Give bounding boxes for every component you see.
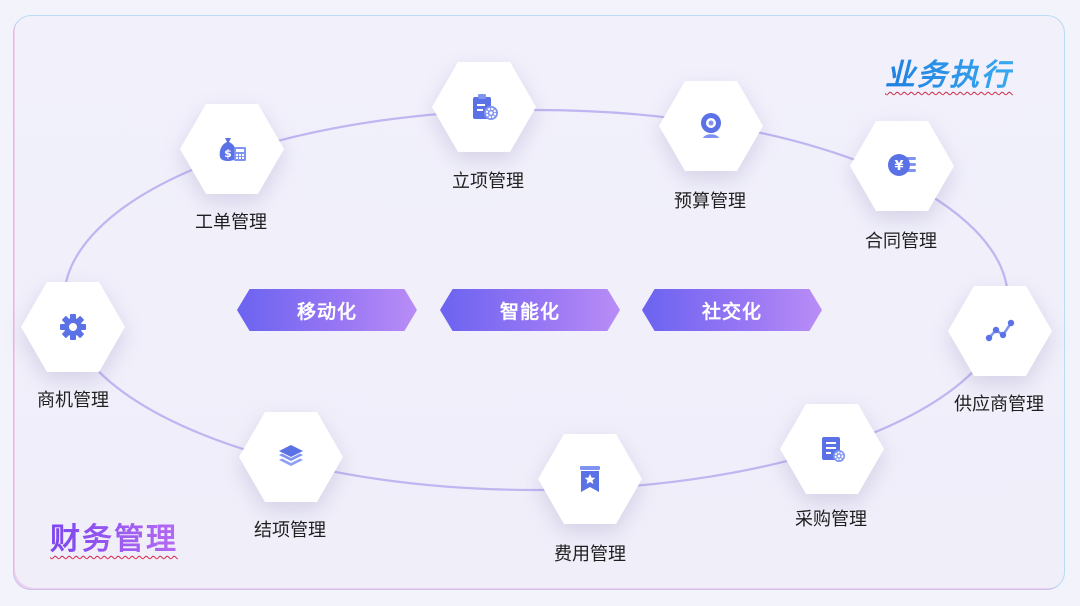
node-project-closure[interactable] [239,412,343,502]
node-expense[interactable] [538,434,642,524]
node-label-procurement: 采购管理 [795,509,867,530]
node-business-opportunity[interactable] [21,282,125,372]
node-work-order[interactable]: $ [180,104,284,194]
node-label-project-initiation: 立项管理 [452,171,524,192]
webcam-icon [701,113,721,138]
node-label-work-order: 工单管理 [195,212,267,233]
title-business-execution: 业务执行 [885,50,1013,94]
node-label-project-closure: 结项管理 [254,520,326,541]
yen-coin-icon: ¥ [888,154,916,176]
node-label-business-opportunity: 商机管理 [37,390,109,411]
node-budget[interactable] [659,81,763,171]
tag-mobile: 移动化 [237,289,417,331]
clipboard-gear-icon [473,94,498,120]
node-supplier[interactable] [948,286,1052,376]
node-label-contract: 合同管理 [865,231,937,252]
node-procurement[interactable] [780,404,884,494]
node-project-initiation[interactable] [432,62,536,152]
svg-text:$: $ [224,147,232,160]
gear-icon [60,314,86,340]
svg-text:¥: ¥ [894,159,903,174]
node-label-expense: 费用管理 [554,544,626,565]
node-label-supplier: 供应商管理 [954,394,1044,415]
layers-icon [279,445,303,466]
line-chart-icon [985,319,1015,342]
node-label-budget: 预算管理 [674,191,746,212]
title-finance-management: 财务管理 [50,514,178,558]
money-bag-calculator-icon: $ [219,138,246,161]
bookmark-star-icon [580,466,600,492]
node-contract[interactable]: ¥ [850,121,954,211]
tag-intelligent: 智能化 [440,289,620,331]
tag-social: 社交化 [642,289,822,331]
document-gear-icon [822,437,845,462]
